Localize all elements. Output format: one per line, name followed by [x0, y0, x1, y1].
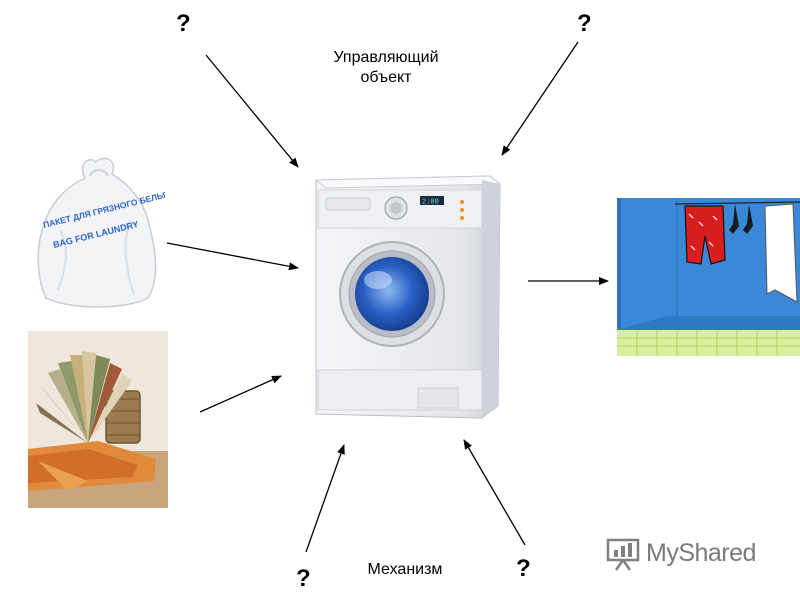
myshared-brand-text: MyShared — [646, 539, 756, 567]
mechanism-label: Механизм — [367, 561, 443, 578]
myshared-watermark: MyShared — [606, 535, 786, 575]
control-label-line2: объект — [360, 69, 412, 86]
washer-display-text: 2:00 — [422, 199, 439, 207]
arrow-mechanism-left — [305, 444, 345, 553]
laundry-line-picture — [617, 198, 800, 356]
question-mark-mechanism-right: ? — [516, 555, 531, 582]
question-mark-mechanism-left: ? — [296, 565, 311, 592]
question-mark-control-left: ? — [176, 10, 191, 37]
arrow-control-left — [205, 54, 299, 168]
control-label-line1: Управляющий — [333, 49, 439, 66]
presentation-icon — [606, 538, 640, 571]
washing-machine-picture: 2:00 — [314, 175, 502, 419]
arrow-control-right — [501, 41, 579, 156]
question-mark-control-right: ? — [577, 10, 592, 37]
arrow-mechanism-right — [463, 439, 526, 546]
laundry-bag-picture: ПАКЕТ ДЛЯ ГРЯЗНОГО БЕЛЬЯ BAG FOR LAUNDRY — [37, 157, 165, 308]
control-label: Управляющий объект — [316, 48, 456, 88]
arrow-input-fabric — [199, 375, 282, 413]
arrow-input-bag — [166, 242, 299, 271]
fabric-swatches-picture — [28, 331, 168, 508]
